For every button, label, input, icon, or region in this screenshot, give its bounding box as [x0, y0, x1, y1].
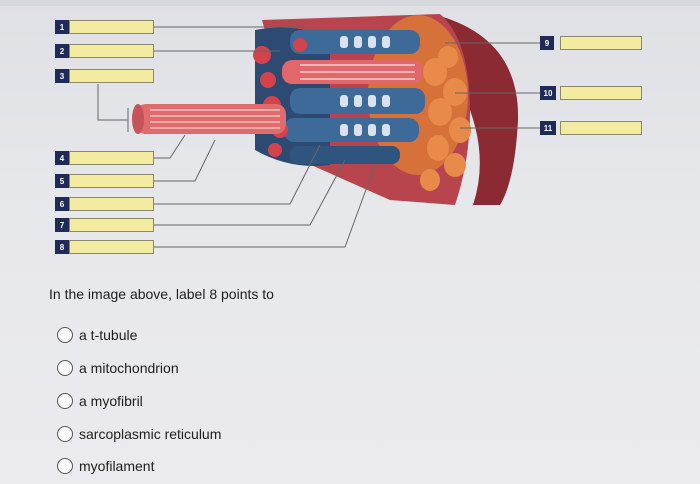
- option-t-tubule[interactable]: a t-tubule: [57, 327, 137, 343]
- question-prompt: In the image above, label 8 points to: [49, 286, 274, 302]
- radio-button[interactable]: [57, 360, 73, 376]
- label-box-3: [69, 69, 154, 83]
- label-box-4: [69, 151, 154, 165]
- radio-button[interactable]: [57, 426, 73, 442]
- label-box-5: [69, 174, 154, 188]
- option-sarcoplasmic-reticulum[interactable]: sarcoplasmic reticulum: [57, 426, 221, 442]
- radio-button[interactable]: [57, 327, 73, 343]
- label-box-7: [69, 218, 154, 232]
- option-label: myofilament: [79, 458, 154, 474]
- label-number-2: 2: [55, 44, 69, 58]
- label-number-6: 6: [55, 197, 69, 211]
- option-label: a mitochondrion: [79, 360, 179, 376]
- label-box-8: [69, 240, 154, 254]
- option-mitochondrion[interactable]: a mitochondrion: [57, 360, 179, 376]
- option-label: a myofibril: [79, 393, 143, 409]
- label-box-11: [560, 121, 642, 135]
- radio-button[interactable]: [57, 458, 73, 474]
- option-myofibril[interactable]: a myofibril: [57, 393, 143, 409]
- label-number-7: 7: [55, 218, 69, 232]
- label-number-8: 8: [55, 240, 69, 254]
- myofibril-rod: [132, 104, 286, 134]
- label-number-11: 11: [540, 121, 556, 135]
- label-box-10: [560, 86, 642, 100]
- label-number-4: 4: [55, 151, 69, 165]
- radio-button[interactable]: [57, 393, 73, 409]
- option-myofilament[interactable]: myofilament: [57, 458, 154, 474]
- label-number-1: 1: [55, 20, 69, 34]
- label-number-5: 5: [55, 174, 69, 188]
- option-label: a t-tubule: [79, 327, 137, 343]
- label-box-2: [69, 44, 154, 58]
- option-label: sarcoplasmic reticulum: [79, 426, 221, 442]
- label-box-6: [69, 197, 154, 211]
- label-number-10: 10: [540, 86, 556, 100]
- label-box-1: [69, 20, 154, 34]
- label-number-9: 9: [540, 36, 554, 50]
- label-number-3: 3: [55, 69, 69, 83]
- label-box-9: [560, 36, 642, 50]
